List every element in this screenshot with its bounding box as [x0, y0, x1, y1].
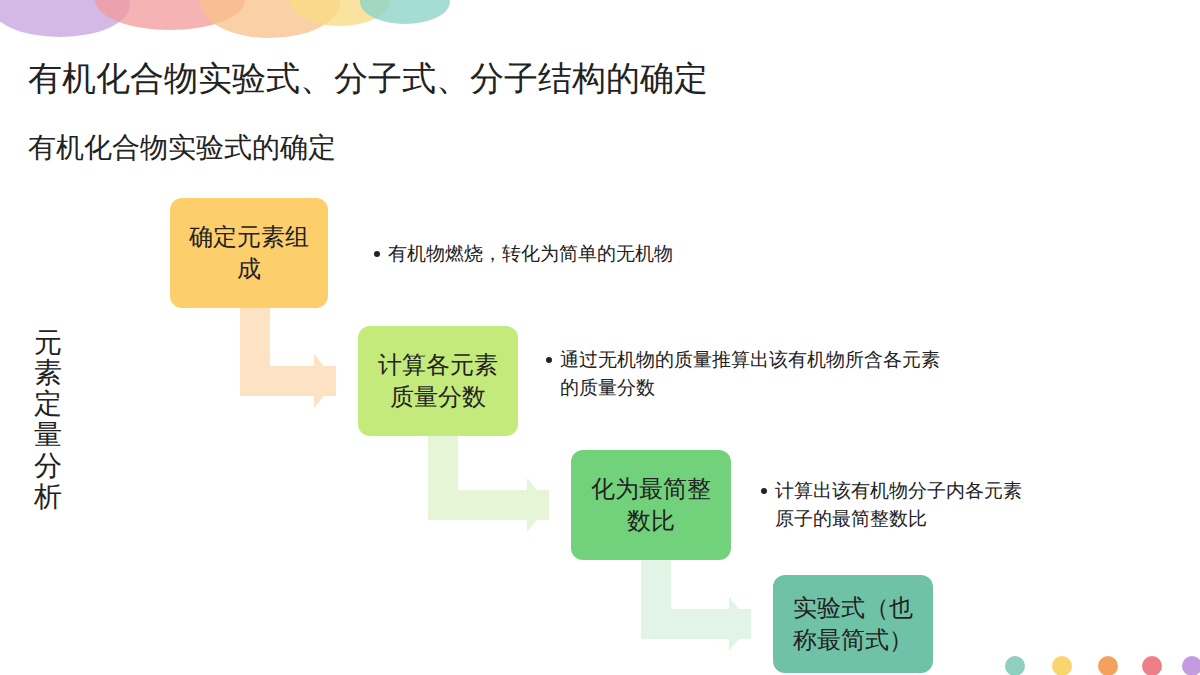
- step-box: 计算各元素质量分数: [358, 326, 518, 436]
- step-box: 确定元素组成: [170, 198, 328, 308]
- box-label: 化为最简整数比: [583, 473, 719, 538]
- corner-dot: [1005, 656, 1025, 675]
- step-arrow: [443, 436, 549, 505]
- corner-dot: [1182, 656, 1200, 675]
- slide-title: 有机化合物实验式、分子式、分子结构的确定: [28, 56, 708, 102]
- box-label: 计算各元素质量分数: [370, 349, 506, 414]
- step-arrow: [255, 308, 336, 381]
- vertical-caption: 元素定量分析: [34, 328, 62, 513]
- subtitle: 有机化合物实验式的确定: [28, 128, 628, 169]
- box-label: 确定元素组成: [182, 221, 316, 286]
- result-box: 实验式（也称最简式）: [773, 575, 933, 673]
- bullet-dot: [546, 357, 552, 363]
- bullet-dot: [374, 251, 380, 257]
- corner-dot: [1052, 656, 1072, 675]
- step-box: 化为最简整数比: [571, 450, 731, 560]
- corner-dot: [1142, 656, 1162, 675]
- bullet-note: 计算出该有机物分子内各元素原子的最简整数比: [775, 477, 1025, 532]
- bullet-dot: [761, 488, 767, 494]
- step-arrow: [656, 560, 751, 624]
- bullet-note: 通过无机物的质量推算出该有机物所含各元素的质量分数: [560, 346, 940, 401]
- corner-dot: [1098, 656, 1118, 675]
- box-label: 实验式（也称最简式）: [785, 592, 921, 657]
- bullet-note: 有机物燃烧，转化为简单的无机物: [388, 240, 808, 268]
- top-blob: [360, 0, 450, 24]
